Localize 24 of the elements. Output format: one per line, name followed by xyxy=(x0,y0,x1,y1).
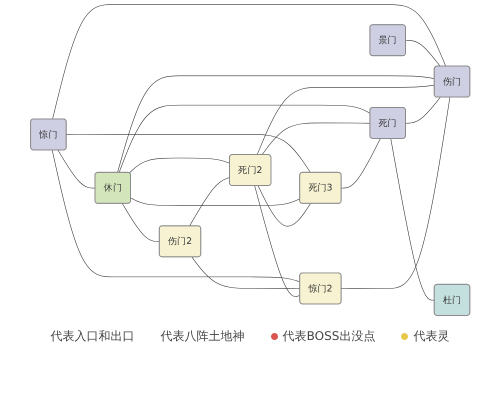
legend-text: 代表灵 xyxy=(413,328,450,345)
legend-text: 代表BOSS出没点 xyxy=(282,328,376,345)
connector xyxy=(128,158,230,174)
connector xyxy=(262,122,370,156)
connector xyxy=(256,84,435,156)
connector xyxy=(405,40,440,67)
connector xyxy=(58,150,96,188)
connector xyxy=(130,198,300,206)
connector xyxy=(189,177,230,226)
connector xyxy=(340,138,380,188)
connector xyxy=(118,104,370,173)
legend-text: 代表入口和出口 xyxy=(50,328,135,345)
connector xyxy=(52,4,446,120)
connector xyxy=(191,256,300,289)
connector xyxy=(52,150,300,282)
connector xyxy=(405,97,440,124)
connector xyxy=(258,186,311,226)
legend-text: 代表八阵土地神 xyxy=(160,328,245,345)
connector xyxy=(390,138,435,300)
connector xyxy=(66,134,311,173)
connector xyxy=(122,203,160,242)
connector xyxy=(254,186,300,297)
connector xyxy=(117,76,435,173)
connector xyxy=(340,97,450,289)
